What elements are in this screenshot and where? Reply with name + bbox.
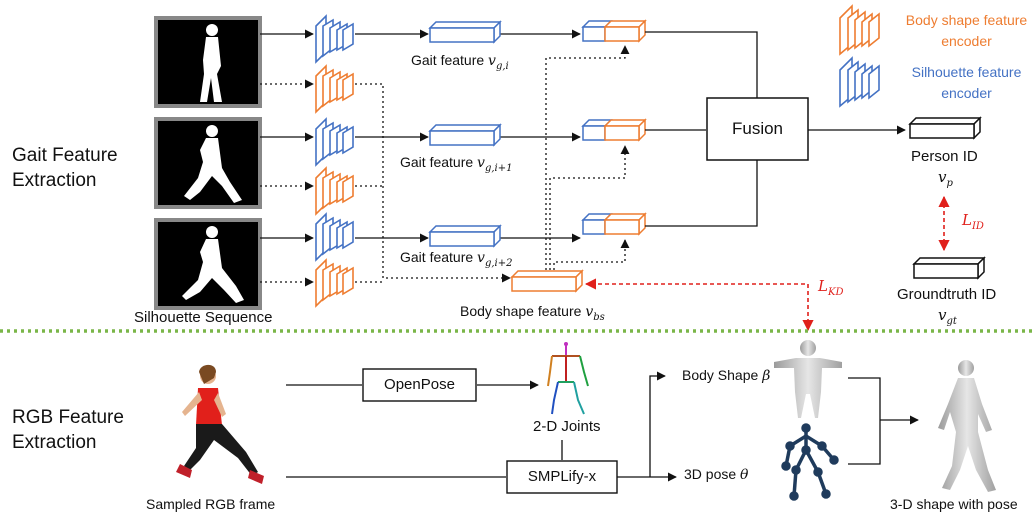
body-shape-mesh (774, 340, 842, 418)
person-id-symbol: vp (938, 168, 953, 189)
silhouette-frame-3 (154, 218, 262, 310)
pose-skeleton (781, 423, 839, 501)
fusion-box (706, 97, 809, 161)
legend-silhouette-encoder-label: Silhouette feature encoder (911, 64, 1022, 101)
pose-label: 3D pose θ (684, 466, 749, 483)
encoder-to-feature-lines (355, 29, 581, 243)
legend-body-shape-encoder-icon (839, 4, 880, 56)
gait-feature-bar-1 (428, 20, 502, 44)
groundtruth-id-bar (912, 256, 986, 280)
body-shape-encoder-2 (315, 166, 354, 216)
silhouette-encoder-2 (315, 117, 354, 167)
rgb-section-title: RGB Feature Extraction (12, 407, 124, 453)
gait-feature-bar-2 (428, 123, 502, 147)
result-caption: 3-D shape with pose (890, 496, 1018, 512)
loss-kd-arrow (584, 278, 814, 332)
loss-kd-label: LKD (818, 277, 844, 298)
body-shape-label: Body Shape β (682, 367, 771, 384)
loss-id-label: LID (962, 211, 984, 232)
silhouette-encoder-1 (315, 14, 354, 64)
gait-feature-label-2: Gait feature vg,i+1 (400, 154, 513, 174)
rgb-arrows (286, 371, 919, 482)
body-shape-encoder-3 (315, 258, 354, 308)
2d-joints-label: 2-D Joints (533, 418, 601, 435)
legend-silhouette-encoder-icon (839, 56, 880, 108)
openpose-box (362, 368, 477, 402)
dotted-input-connections (260, 45, 630, 287)
smplify-box (506, 460, 618, 494)
rgb-frame-caption: Sampled RGB frame (146, 496, 276, 512)
posed-body-mesh (938, 360, 996, 492)
gait-feature-label-3: Gait feature vg,i+2 (400, 249, 513, 269)
groundtruth-id-symbol: vgt (938, 306, 957, 327)
person-id-bar (908, 116, 982, 140)
concat-feature-2 (581, 118, 647, 142)
rgb-frame-person (176, 364, 264, 484)
silhouette-encoder-3 (315, 212, 354, 262)
body-shape-feature-bar (510, 269, 584, 293)
body-shape-feature-label: Body shape feature vbs (460, 303, 605, 323)
legend-body-shape-encoder-label: Body shape feature encoder (905, 12, 1028, 49)
input-connections (260, 29, 314, 243)
openpose-label: OpenPose (384, 376, 455, 393)
concat-to-fusion-lines (645, 31, 758, 227)
silhouette-frame-1 (154, 16, 262, 108)
gait-section-title: Gait Feature Extraction (12, 145, 118, 191)
smplify-label: SMPLify-x (527, 468, 597, 485)
body-shape-encoder-1 (315, 64, 354, 114)
2d-joints-skeleton (547, 342, 589, 415)
gait-feature-label-1: Gait feature vg,i (411, 52, 509, 72)
silhouette-frame-2 (154, 117, 262, 209)
fusion-label: Fusion (731, 119, 784, 138)
concat-feature-1 (581, 19, 647, 43)
silhouette-caption: Silhouette Sequence (134, 309, 273, 326)
person-id-label: Person ID (911, 148, 978, 165)
groundtruth-id-label: Groundtruth ID (897, 286, 997, 303)
gait-feature-bar-3 (428, 224, 502, 248)
concat-feature-3 (581, 212, 647, 236)
